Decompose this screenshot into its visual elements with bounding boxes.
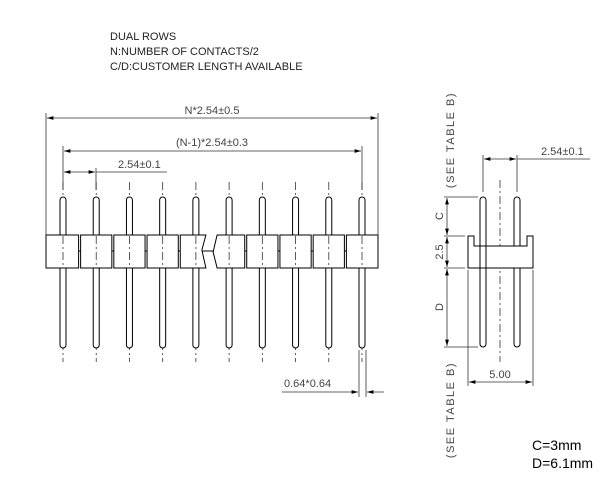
- pin: [192, 196, 200, 349]
- see-table-top: (SEE TABLE B): [445, 92, 457, 188]
- pin: [258, 196, 266, 349]
- front-dimensions: N*2.54±0.5 (N-1)*2.54±0.3 2.54±0.1 0.64*…: [45, 105, 384, 397]
- value-d: D=6.1mm: [532, 455, 593, 471]
- pitch-span-label: (N-1)*2.54±0.3: [176, 137, 248, 149]
- row-pitch-label: 2.54±0.1: [541, 146, 584, 158]
- front-view: [45, 182, 379, 362]
- dim-body-label: 2.5: [434, 244, 446, 259]
- width-label: 5.00: [489, 369, 510, 381]
- value-c: C=3mm: [532, 437, 581, 453]
- overall-length-label: N*2.54±0.5: [185, 105, 240, 117]
- housing-segment: [279, 234, 312, 269]
- pin: [159, 196, 167, 349]
- pin: [225, 196, 233, 349]
- pin: [358, 196, 366, 349]
- note-dual-rows: DUAL ROWS: [110, 31, 176, 43]
- pin-section-label: 0.64*0.64: [284, 378, 331, 390]
- see-table-bottom: (SEE TABLE B): [445, 362, 457, 458]
- pin: [92, 196, 100, 349]
- housing-segment: [113, 234, 146, 269]
- dim-c-label: C: [434, 212, 446, 220]
- side-view: 2.54±0.1 C 2.5 D (SEE TABLE B) (SEE TABL…: [434, 92, 590, 458]
- dim-d-label: D: [434, 303, 446, 311]
- pin: [292, 196, 300, 349]
- housing-segment: [146, 234, 179, 269]
- pin: [59, 196, 67, 349]
- note-n: N:NUMBER OF CONTACTS/2: [110, 46, 259, 58]
- note-cd: C/D:CUSTOMER LENGTH AVAILABLE: [110, 61, 303, 73]
- side-housing: [467, 235, 534, 269]
- pitch-label: 2.54±0.1: [118, 159, 161, 171]
- housing-segment-broken: [212, 234, 246, 269]
- housing-segment: [45, 234, 80, 269]
- pin: [125, 196, 133, 349]
- pin: [325, 196, 333, 349]
- housing-segment-broken: [179, 234, 207, 269]
